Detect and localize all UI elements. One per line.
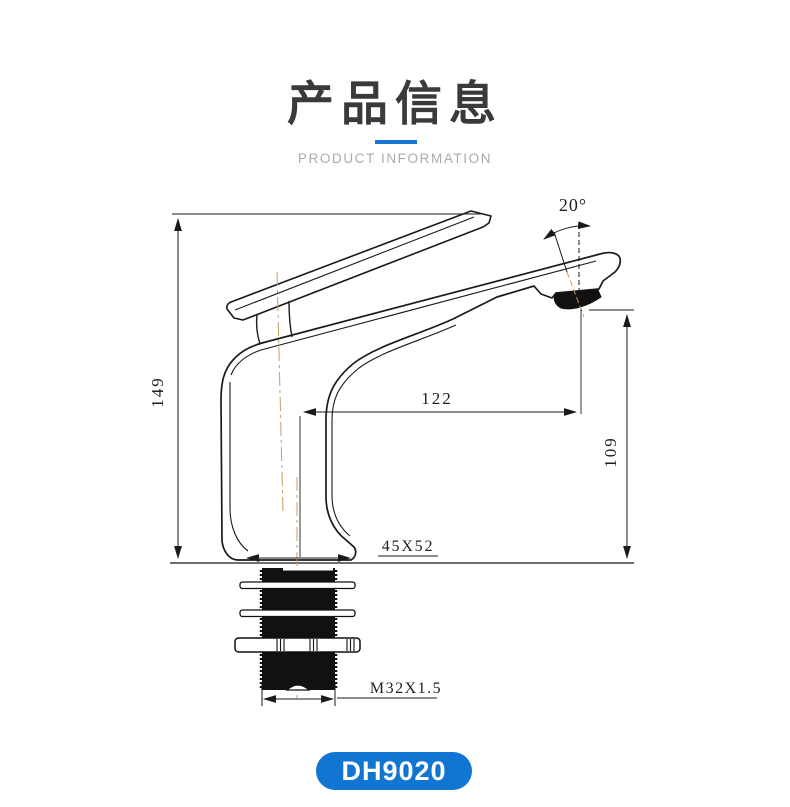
page-title: 产品信息	[287, 77, 503, 130]
handle-inner-line	[234, 216, 475, 311]
nut-knurling	[276, 639, 355, 651]
dimension-m32: M32X1.5	[261, 680, 442, 706]
faucet-body	[220, 251, 622, 561]
model-number: DH9020	[341, 756, 447, 786]
dimension-122: 122	[299, 309, 582, 557]
body-inner-line-left	[229, 382, 249, 552]
threaded-shank	[234, 568, 361, 691]
handle-stem-right	[288, 300, 293, 338]
dimension-149: 149	[148, 213, 481, 560]
dim-reach: 122	[421, 389, 453, 408]
dim-height: 149	[148, 376, 167, 408]
washer-middle	[239, 609, 356, 618]
page-subtitle: PRODUCT INFORMATION	[297, 151, 493, 166]
handle-stem-left	[255, 313, 261, 345]
model-badge: DH9020	[316, 752, 472, 790]
body-inner-curve	[331, 324, 457, 537]
dimension-109: 109	[589, 309, 634, 560]
dimension-45x52: 45X52	[245, 538, 438, 562]
body-inner-line-top	[230, 260, 597, 376]
technical-drawing: 20° 149 122 109 45X52	[148, 195, 634, 706]
dim-base: 45X52	[382, 538, 435, 555]
shank-bottom-notch	[285, 684, 311, 691]
washer-top	[239, 581, 356, 590]
dim-thread: M32X1.5	[370, 680, 442, 697]
handle-lever	[225, 210, 492, 321]
title-divider	[375, 140, 417, 144]
mounting-nut	[234, 637, 361, 653]
cartridge-centerline	[276, 271, 284, 513]
dim-angle: 20°	[559, 195, 587, 215]
dim-spout-height: 109	[601, 436, 620, 468]
